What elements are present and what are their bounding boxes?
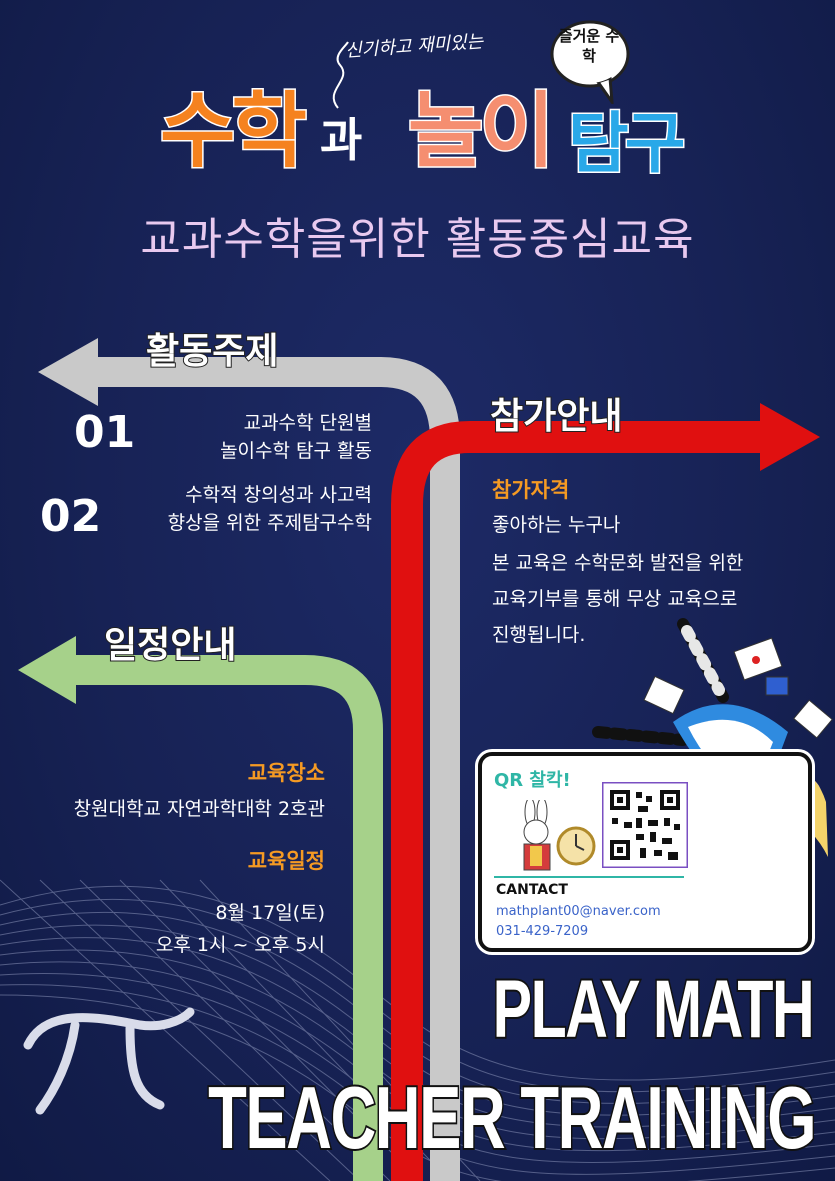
contact-card: QR 찰칵! CANTA [478,752,812,952]
swirl-icon [332,41,349,109]
footer-line2: TEACHER TRAINING [207,1068,818,1168]
date-value: 8월 17일(토) [215,902,325,924]
pi-icon [23,1007,195,1115]
participation-line: 본 교육은 수학문화 발전을 위한 [492,552,744,574]
place-label: 교육장소 [247,761,325,785]
rabbit-icon [523,800,596,871]
title-math: 수학 [159,83,309,181]
contact-phone[interactable]: 031-429-7209 [496,924,589,939]
participation-line: 교육기부를 통해 무상 교육으로 [492,588,738,610]
participation-line: 좋아하는 누구나 [492,514,621,536]
title-play: 놀이 [407,83,557,181]
qr-label: QR 찰칵! [494,770,571,791]
participation-heading: 참가안내 [489,395,623,438]
speech-bubble [550,20,630,104]
activity-item-line2: 향상을 위한 주제탐구수학 [167,512,372,534]
place-value: 창원대학교 자연과학대학 2호관 [73,798,325,820]
participation-line: 진행됩니다. [492,624,586,646]
bubble-text: 즐거운 수학 [558,27,620,65]
divider [494,876,684,878]
title-and: 과 [320,113,363,167]
title-explore: 탐구 [566,104,686,184]
activity-item-line1: 수학적 창의성과 사고력 [185,484,372,506]
activity-item-line1: 교과수학 단원별 [243,412,372,434]
footer-line1: PLAY MATH [491,963,816,1057]
green-arrow [70,655,383,1181]
contact-email[interactable]: mathplant00@naver.com [496,904,661,919]
activity-item-number: 02 [40,491,102,542]
subtitle: 교과수학을위한 활동중심교육 [140,214,695,265]
red-arrow [391,421,770,1181]
activity-item-line2: 놀이수학 탐구 활동 [220,440,372,462]
schedule-heading: 일정안내 [103,624,237,667]
qr-code[interactable] [602,782,688,868]
date-label: 교육일정 [247,849,325,873]
participation-label: 참가자격 [492,478,570,502]
contact-label: CANTACT [496,882,568,898]
activity-item-number: 01 [74,407,136,458]
activity-heading: 활동주제 [145,330,279,373]
time-value: 오후 1시 ~ 오후 5시 [155,934,325,956]
